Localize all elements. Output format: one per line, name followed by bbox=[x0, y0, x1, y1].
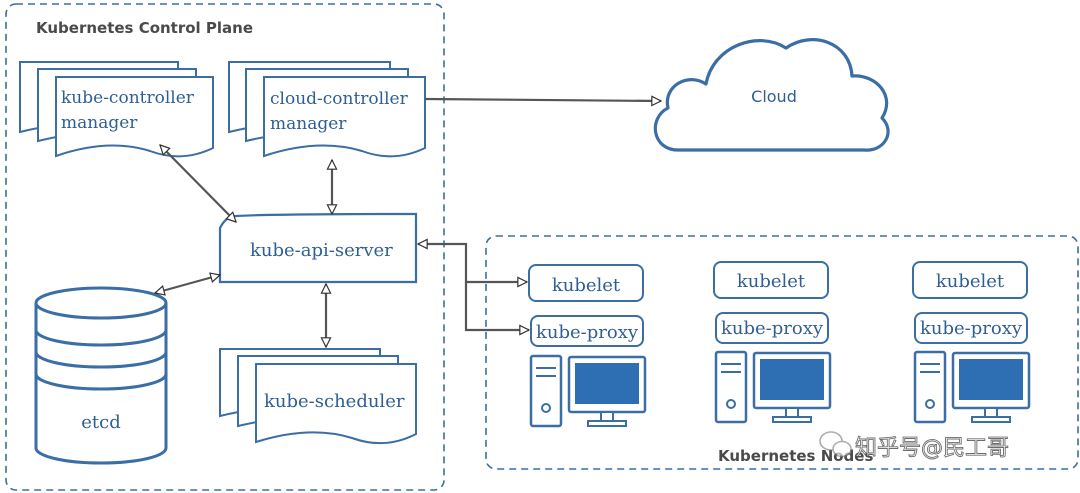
controller-manager-label-line1: kube-controller bbox=[61, 88, 195, 108]
kube-proxy-label: kube-proxy bbox=[721, 318, 824, 339]
kubelet-box bbox=[713, 261, 829, 299]
kube-scheduler: kube-scheduler bbox=[219, 348, 417, 445]
control-plane-title: Kubernetes Control Plane bbox=[36, 19, 253, 37]
connectors bbox=[155, 99, 661, 347]
arrow-cloud-controller-manager-cloud bbox=[424, 99, 661, 101]
kube-proxy-box bbox=[530, 315, 644, 347]
kube-proxy-box bbox=[914, 312, 1028, 344]
kube-proxy-label: kube-proxy bbox=[536, 322, 639, 343]
controller-manager-label-line2: manager bbox=[61, 113, 138, 133]
arrow-etcd-api-server bbox=[155, 275, 220, 293]
kube-proxy-label: kube-proxy bbox=[920, 318, 1023, 339]
kube-proxy-box bbox=[715, 312, 829, 344]
arrow-api-server-kubelet bbox=[418, 244, 527, 282]
wechat-logo-icon bbox=[819, 431, 852, 458]
computer-icon bbox=[913, 350, 1031, 424]
watermark: 知乎号@民工哥 bbox=[819, 431, 1009, 461]
kubelet-label: kubelet bbox=[936, 271, 1005, 292]
watermark-text: 知乎号@民工哥 bbox=[855, 436, 1009, 461]
kubelet-box bbox=[528, 264, 644, 302]
etcd-database: etcd bbox=[34, 286, 168, 465]
computer-icon bbox=[529, 354, 647, 428]
kubelet-box bbox=[912, 261, 1028, 299]
kubelet-label: kubelet bbox=[737, 271, 806, 292]
node-3: kubelet kube-proxy bbox=[912, 261, 1031, 424]
kube-controller-manager: kube-controller manager bbox=[19, 61, 214, 158]
computer-icon bbox=[714, 350, 832, 424]
api-server-label: kube-api-server bbox=[250, 240, 393, 261]
cloud-label: Cloud bbox=[751, 87, 797, 106]
cloud-controller-manager-label-line1: cloud-controller bbox=[270, 89, 409, 109]
kubelet-label: kubelet bbox=[552, 275, 621, 296]
arrow-api-server-kube-proxy bbox=[464, 282, 529, 330]
arrow-controller-manager-api-server bbox=[160, 145, 236, 222]
node-1: kubelet kube-proxy bbox=[528, 264, 647, 428]
etcd-label: etcd bbox=[81, 412, 121, 433]
cloud-controller-manager: cloud-controller manager bbox=[228, 61, 426, 158]
kube-api-server: kube-api-server bbox=[218, 212, 418, 284]
scheduler-label: kube-scheduler bbox=[264, 391, 405, 412]
cloud-icon: Cloud bbox=[653, 38, 890, 152]
node-2: kubelet kube-proxy bbox=[713, 261, 832, 424]
cloud-controller-manager-label-line2: manager bbox=[270, 114, 347, 134]
